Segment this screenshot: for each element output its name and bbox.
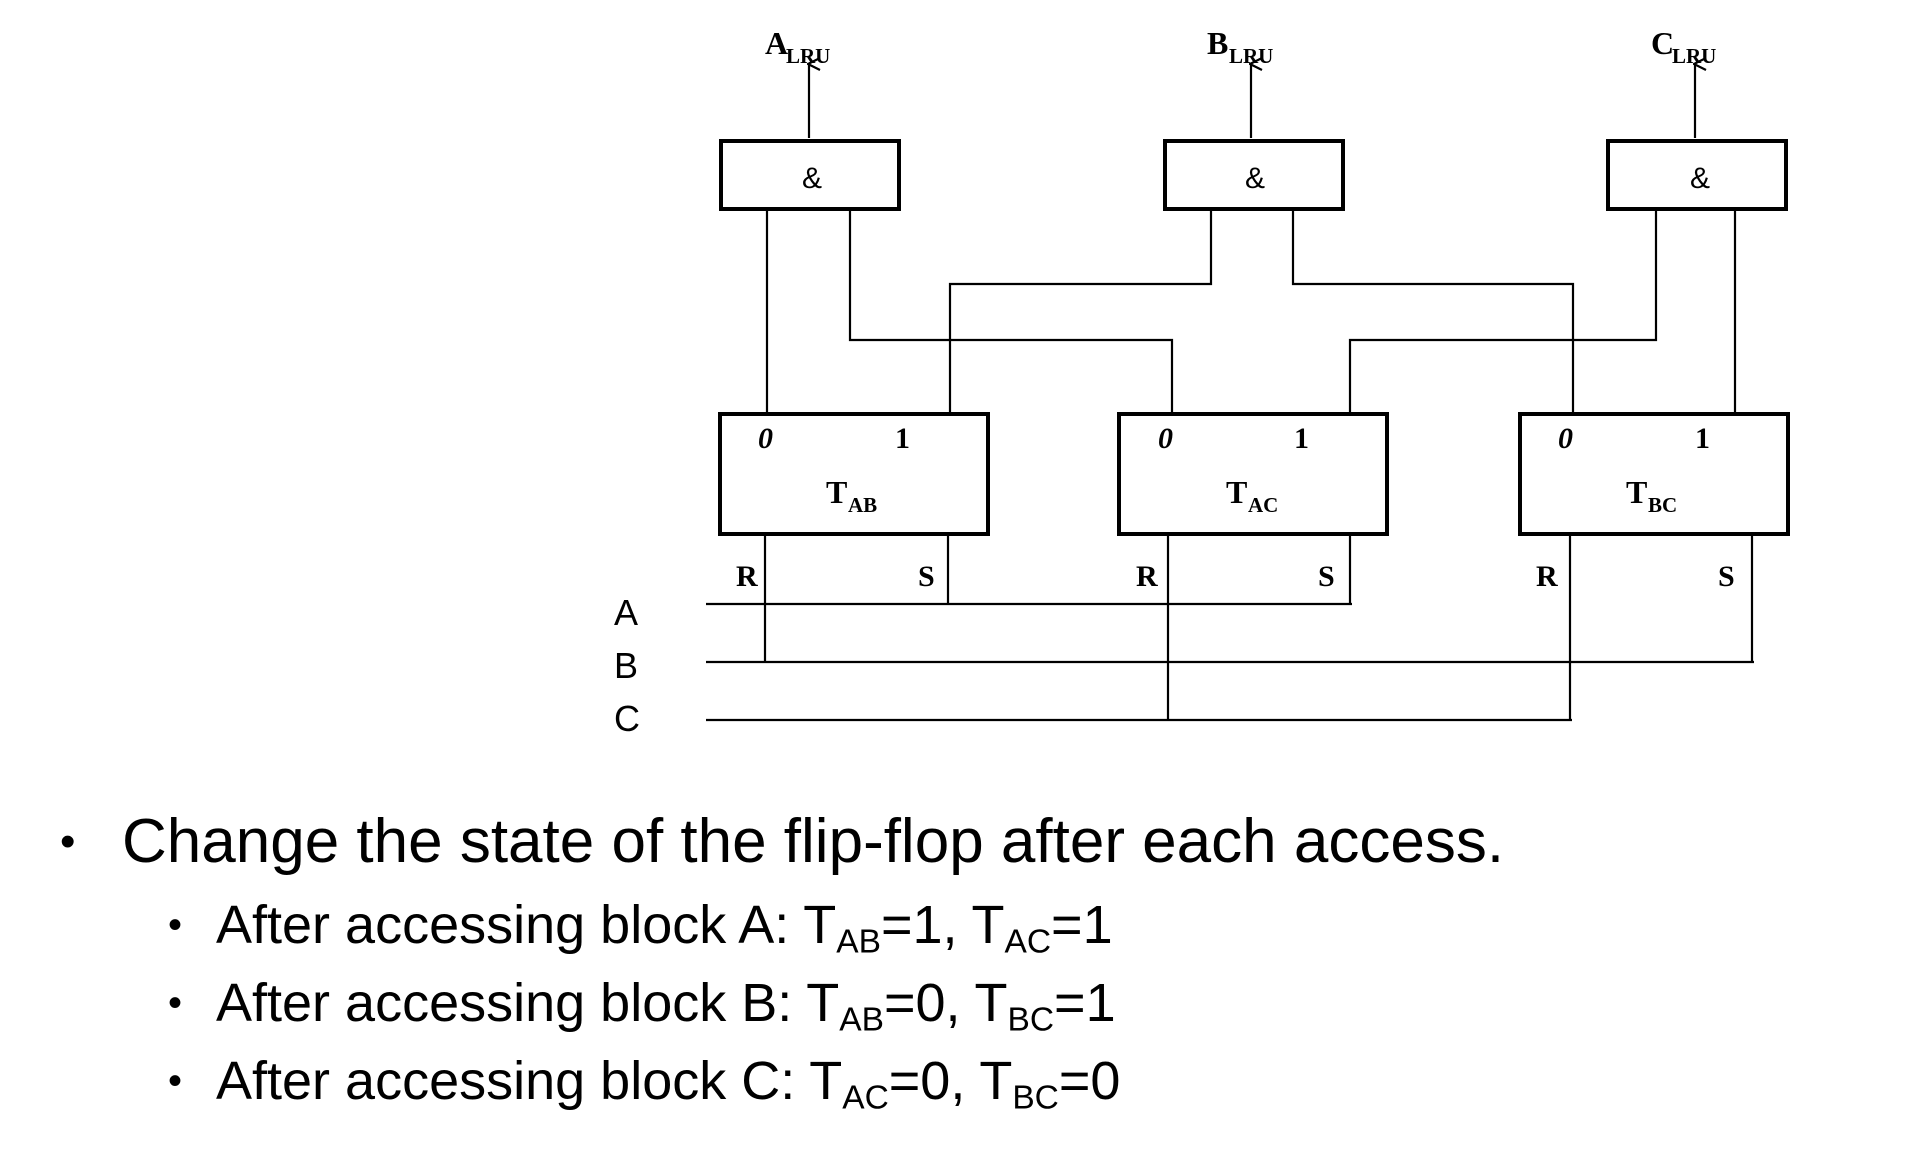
sub-bullet-list: • After accessing block A: TAB=1, TAC=1 … (168, 886, 1900, 1120)
gate-wiring (765, 211, 1737, 415)
sub-bullet-c-mid: =0, T (888, 1051, 1013, 1111)
flipflop-tbc-pin1: 1 (1695, 422, 1710, 455)
sub-bullet-a: • After accessing block A: TAB=1, TAC=1 (168, 886, 1900, 964)
output-label-b-lru: B LRU (1207, 25, 1273, 68)
and-gate-b: & (1163, 139, 1345, 211)
flipflop-tab-reset-label: R (736, 560, 758, 593)
flipflop-tac-pin0: 0 (1158, 422, 1173, 455)
input-label-a: A (614, 592, 638, 633)
sub-bullet-a-end: =1 (1051, 895, 1113, 955)
flipflop-tac-set-label: S (1318, 560, 1335, 593)
sub-bullet-b-s1: AB (839, 1001, 884, 1039)
sub-bullet-a-prefix: After accessing block A: T (216, 895, 837, 955)
sub-bullet-b-s2: BC (1007, 1001, 1055, 1039)
flipflop-tbc: 0 1 T BC (1518, 412, 1790, 536)
sub-bullet-b-end: =1 (1054, 973, 1116, 1033)
flipflop-tac-pin1: 1 (1294, 422, 1309, 455)
and-gate-c: & (1606, 139, 1788, 211)
bullet-list: • Change the state of the flip-flop afte… (60, 800, 1900, 1120)
bullet-dot: • (168, 903, 183, 947)
output-a-main: A (765, 25, 788, 61)
sub-bullet-a-s1: AB (836, 923, 881, 961)
and-gate-c-symbol: & (1690, 162, 1710, 195)
and-gate-a: & (719, 139, 901, 211)
and-gate-b-symbol: & (1245, 162, 1265, 195)
output-c-main: C (1651, 25, 1674, 61)
flipflop-tac-reset-label: R (1136, 560, 1158, 593)
sub-bullet-c: • After accessing block C: TAC=0, TBC=0 (168, 1042, 1900, 1120)
flipflop-tac-sub: AC (1248, 493, 1278, 517)
and-gate-a-symbol: & (802, 162, 822, 195)
bullet-main: • Change the state of the flip-flop afte… (60, 800, 1900, 884)
bullet-main-text: Change the state of the flip-flop after … (122, 807, 1505, 876)
bullet-dot: • (168, 981, 183, 1025)
flipflop-tab-pin0: 0 (758, 422, 773, 455)
flipflop-tac: 0 1 T AC (1117, 412, 1389, 536)
output-b-main: B (1207, 25, 1228, 61)
flipflop-tbc-reset-label: R (1536, 560, 1558, 593)
flipflop-tab-main: T (826, 474, 847, 510)
rs-wiring (763, 534, 1754, 720)
sub-bullet-c-prefix: After accessing block C: T (216, 1051, 843, 1111)
flipflop-tbc-pin0: 0 (1558, 422, 1573, 455)
sub-bullet-b-prefix: After accessing block B: T (216, 973, 840, 1033)
sub-bullet-b-mid: =0, T (883, 973, 1008, 1033)
sub-bullet-c-s2: BC (1012, 1079, 1059, 1117)
sub-bullet-c-end: =0 (1058, 1051, 1121, 1111)
flipflop-tbc-sub: BC (1648, 493, 1677, 517)
lru-circuit-diagram: A LRU B LRU C LRU & & & 0 1 (614, 25, 1790, 739)
input-label-c: C (614, 698, 640, 739)
flipflop-tab-set-label: S (918, 560, 935, 593)
output-label-a-lru: A LRU (765, 25, 830, 68)
flipflop-tbc-main: T (1626, 474, 1647, 510)
sub-bullet-c-s1: AC (842, 1079, 889, 1117)
flipflop-tbc-set-label: S (1718, 560, 1735, 593)
flipflop-tab-sub: AB (848, 493, 877, 517)
bullet-dot: • (60, 817, 76, 866)
flipflop-tab-pin1: 1 (895, 422, 910, 455)
flipflop-tab: 0 1 T AB (718, 412, 990, 536)
sub-bullet-b: • After accessing block B: TAB=0, TBC=1 (168, 964, 1900, 1042)
bullet-dot: • (168, 1059, 183, 1103)
sub-bullet-a-mid: =1, T (880, 895, 1005, 955)
input-lines (706, 602, 1754, 722)
sub-bullet-a-s2: AC (1004, 923, 1052, 961)
output-label-c-lru: C LRU (1651, 25, 1716, 68)
flipflop-tac-main: T (1226, 474, 1247, 510)
input-label-b: B (614, 645, 638, 686)
